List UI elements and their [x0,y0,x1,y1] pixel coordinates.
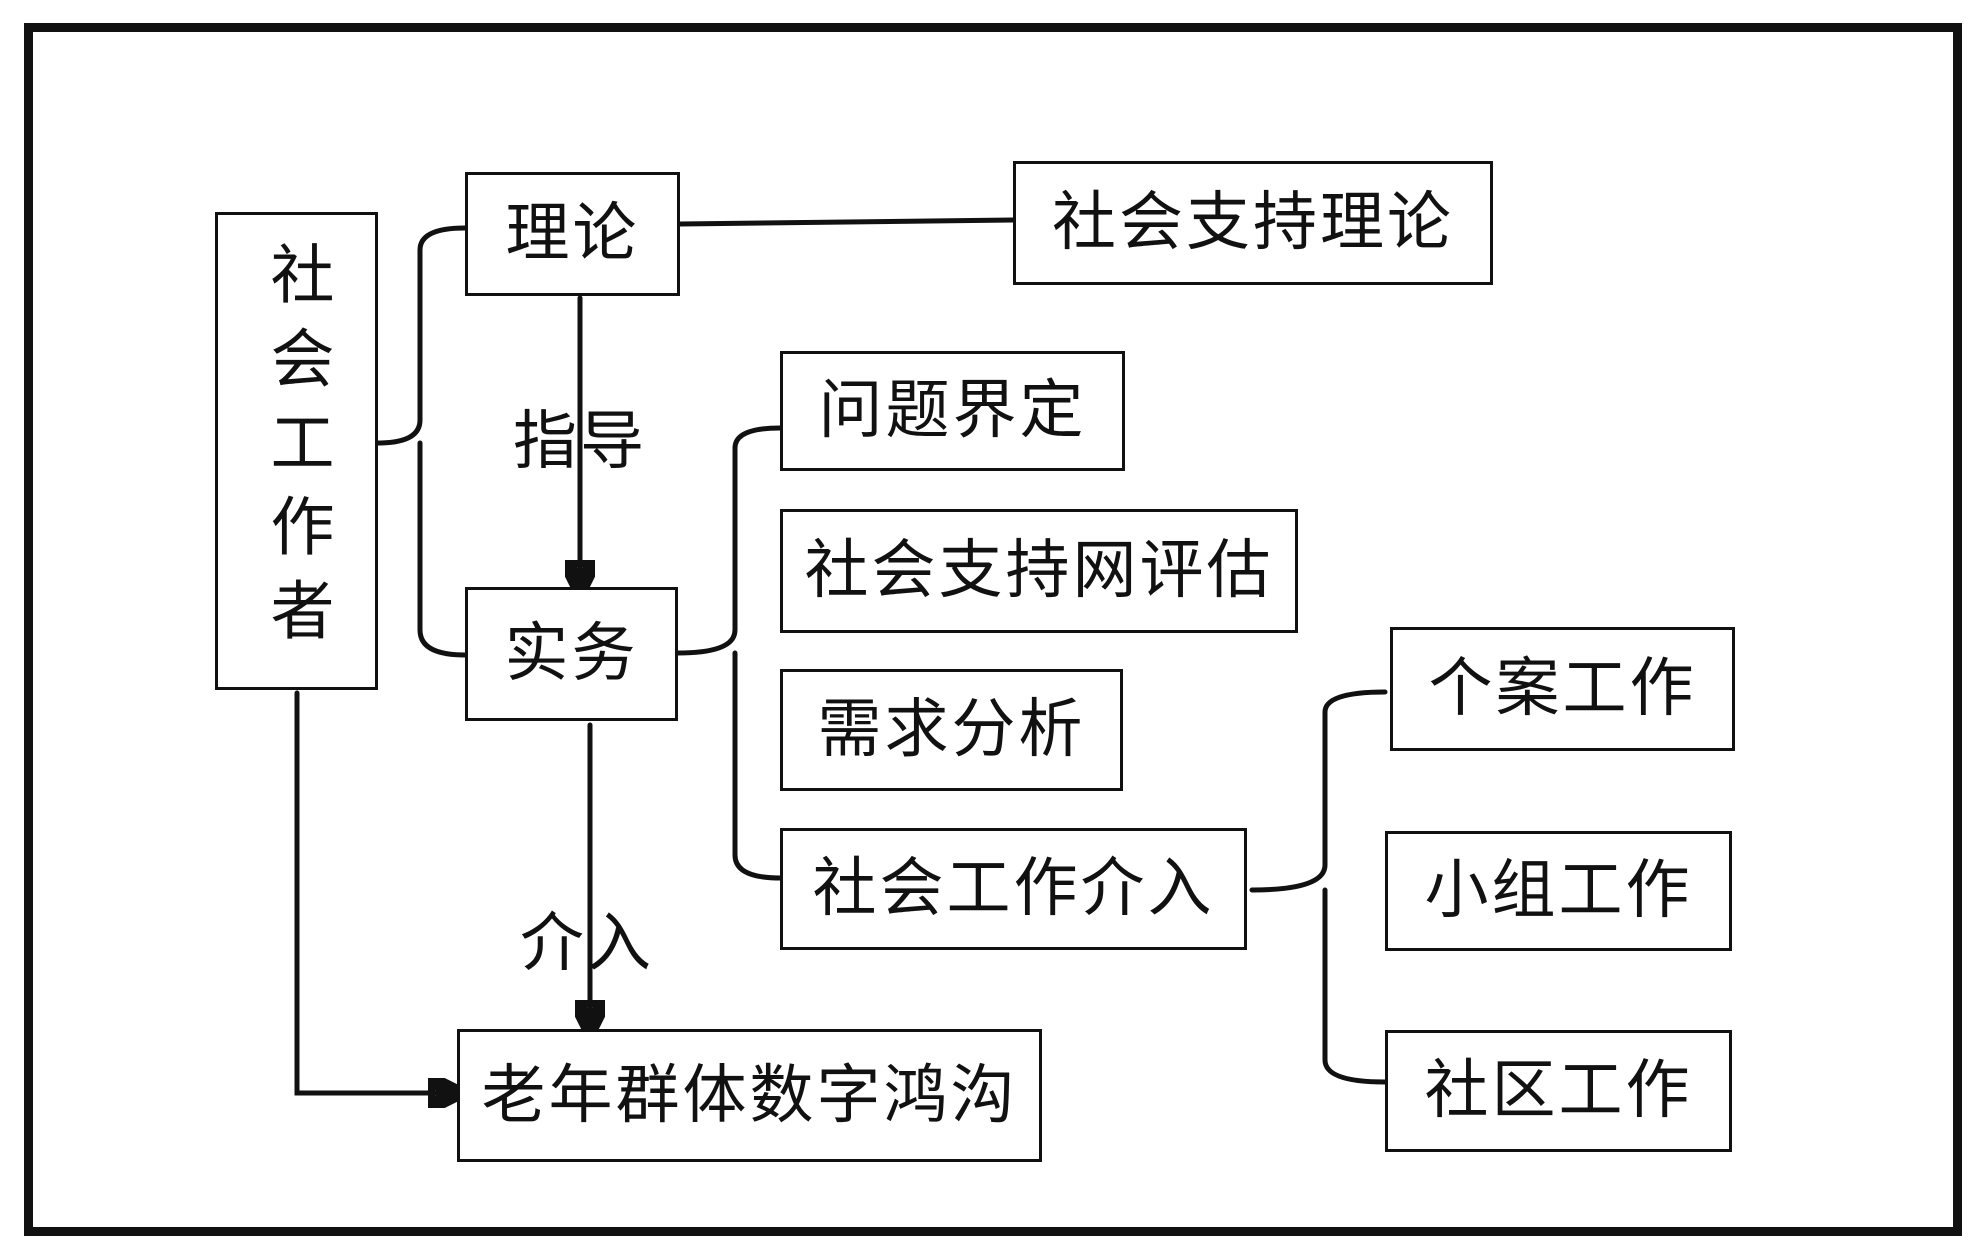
node-practice-label: 实务 [504,617,639,691]
node-social-support-theory: 社会支持理论 [1013,161,1493,285]
node-social-support-theory-label: 社会支持理论 [1052,186,1454,260]
theory-to-social-support-theory-line [677,217,1016,227]
node-theory: 理论 [465,172,680,296]
node-social-worker: 社会工作者 [215,212,378,690]
node-intervention: 社会工作介入 [780,828,1247,950]
edge-label-guide: 指导 [513,405,647,479]
node-case-work: 个案工作 [1390,627,1735,751]
node-group-work: 小组工作 [1385,831,1732,951]
node-problem-definition: 问题界定 [780,351,1125,471]
diagram-frame [24,23,1962,1236]
node-theory-label: 理论 [505,197,640,271]
node-needs-analysis-label: 需求分析 [817,693,1086,767]
node-needs-analysis: 需求分析 [780,669,1123,791]
node-intervention-label: 社会工作介入 [812,852,1215,926]
node-social-worker-label: 社会工作者 [259,241,334,661]
node-network-assessment-label: 社会支持网评估 [804,534,1274,608]
brace-intervention [1249,689,1388,1085]
node-target: 老年群体数字鸿沟 [457,1029,1042,1162]
node-network-assessment: 社会支持网评估 [780,509,1298,633]
edge-label-intervene: 介入 [520,907,654,981]
node-community-work-label: 社区工作 [1424,1054,1693,1128]
brace-practice [675,425,783,881]
social-worker-to-target-arrow [294,690,455,1093]
node-practice: 实务 [465,587,678,721]
brace-social-worker [375,225,468,658]
node-problem-definition-label: 问题界定 [818,374,1087,448]
node-target-label: 老年群体数字鸿沟 [481,1058,1018,1133]
node-group-work-label: 小组工作 [1424,854,1693,928]
node-case-work-label: 个案工作 [1428,652,1697,726]
node-community-work: 社区工作 [1385,1030,1732,1152]
